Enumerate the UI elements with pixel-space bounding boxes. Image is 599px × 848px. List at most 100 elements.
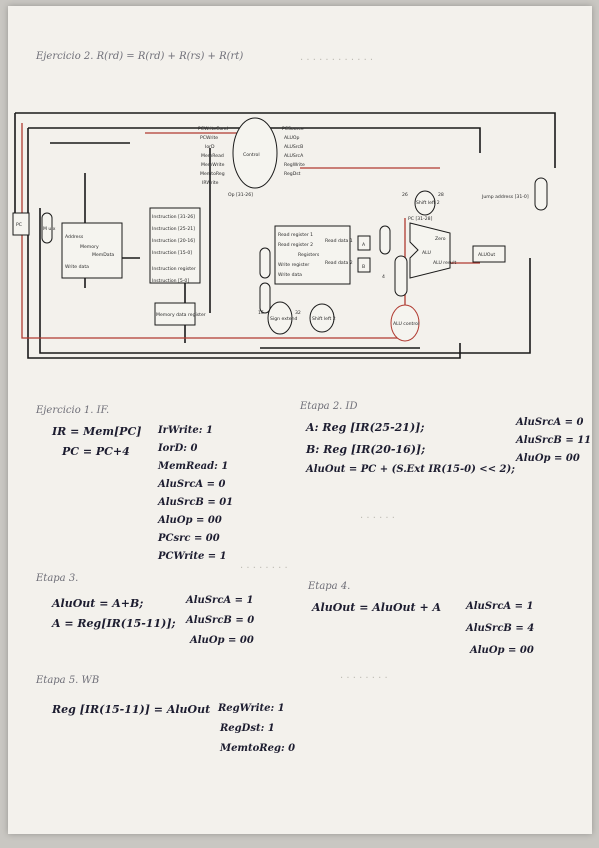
etapa3-signal: AluOp = 00 bbox=[190, 635, 254, 646]
aluout-register bbox=[472, 245, 506, 263]
pc-hi-label: PC [31-28] bbox=[408, 216, 433, 222]
control-signal: ALUOp bbox=[284, 135, 299, 141]
alu-control-label: ALU control bbox=[393, 321, 419, 327]
regs-label: Read register 1 bbox=[278, 232, 313, 238]
a-register bbox=[357, 235, 371, 251]
ej1-line: IR = Mem[PC] bbox=[52, 425, 142, 438]
ir-field-label: Instruction [31-26] bbox=[152, 214, 195, 220]
ir-field-label: Instruction [15-0] bbox=[152, 250, 192, 256]
pc-label: PC bbox=[16, 222, 22, 228]
alu-zero-label: Zero bbox=[435, 236, 446, 242]
control-signal: PCSource bbox=[282, 126, 304, 132]
etapa4-signal: AluOp = 00 bbox=[470, 645, 534, 656]
ir-label: Instruction register bbox=[152, 266, 196, 272]
exercise-2-title: Ejercicio 2. R(rd) = R(rd) + R(rs) + R(r… bbox=[36, 51, 244, 62]
etapa2-title: Etapa 2. ID bbox=[300, 401, 358, 412]
control-signal: PCWriteCond bbox=[198, 126, 228, 132]
etapa2-signal: AluOp = 00 bbox=[516, 453, 580, 464]
control-signal: ALUSrcB bbox=[284, 144, 303, 150]
ej1-signal: IrWrite: 1 bbox=[158, 425, 213, 436]
etapa3-title: Etapa 3. bbox=[36, 573, 79, 584]
multicycle-datapath-diagram: Control PCWriteCond PCWrite IorD MemRead… bbox=[10, 108, 570, 370]
memory-writedata-label: Write data bbox=[65, 264, 89, 270]
jump-label: Jump address [31-0] bbox=[481, 194, 529, 200]
etapa2-line: A: Reg [IR(25-21)]; bbox=[306, 421, 425, 434]
bit-width-label: 4 bbox=[382, 274, 385, 280]
mux bbox=[379, 225, 391, 255]
memory-address-label: Address bbox=[65, 234, 84, 240]
shift-left-2 bbox=[309, 303, 335, 333]
etapa4-title: Etapa 4. bbox=[308, 581, 351, 592]
bleed-through: . . . . . . . . . . . . bbox=[300, 52, 374, 63]
etapa5-signal: RegDst: 1 bbox=[220, 723, 275, 734]
bit-width-label: 32 bbox=[295, 310, 301, 316]
etapa4-line: AluOut = AluOut + A bbox=[312, 601, 442, 614]
alu-control bbox=[390, 304, 420, 342]
sign-extend bbox=[267, 301, 293, 335]
control-signal: PCWrite bbox=[200, 135, 218, 141]
mux bbox=[534, 177, 548, 211]
etapa4-signal: AluSrcB = 4 bbox=[466, 623, 535, 634]
etapa5-line: Reg [IR(15-11)] = AluOut bbox=[52, 703, 211, 716]
alu-result-label: ALU result bbox=[433, 260, 456, 266]
regs-label: Read register 2 bbox=[278, 242, 313, 248]
control-signal: MemtoReg bbox=[200, 171, 225, 177]
control-signal: MemRead bbox=[201, 153, 224, 159]
control-unit-label: Control bbox=[243, 152, 260, 158]
control-signal-labels: PCWriteCond PCWrite IorD MemRead MemWrit… bbox=[198, 126, 305, 186]
control-signal: ALUSrcA bbox=[284, 153, 304, 159]
sign-extend-label: Sign extend bbox=[270, 316, 297, 322]
ej1-signal: AluSrcB = 01 bbox=[158, 497, 234, 508]
bit-width-label: 26 bbox=[402, 192, 408, 198]
ej1-signal: AluOp = 00 bbox=[158, 515, 222, 526]
etapa2-signal: AluSrcA = 0 bbox=[516, 417, 584, 428]
shift1-label: Shift left 2 bbox=[416, 200, 440, 206]
etapa3-line: A = Reg[IR(15-11)]; bbox=[52, 617, 176, 630]
mux bbox=[259, 247, 271, 279]
regs-label: Read data 2 bbox=[325, 260, 353, 266]
mux-label: M u x bbox=[43, 226, 56, 232]
instr-low-label: Instruction [5-0] bbox=[152, 278, 189, 284]
ej1-signal: PCWrite = 1 bbox=[158, 551, 227, 562]
etapa3-signal: AluSrcB = 0 bbox=[186, 615, 255, 626]
ej1-title: Ejercicio 1. IF. bbox=[36, 405, 110, 416]
aluout-label: ALUOut bbox=[478, 252, 495, 258]
control-unit bbox=[232, 117, 278, 189]
pc-register bbox=[12, 212, 30, 236]
mux bbox=[394, 255, 408, 297]
register-file bbox=[274, 225, 351, 285]
ej1-signal: PCsrc = 00 bbox=[158, 533, 220, 544]
ej1-signal: AluSrcA = 0 bbox=[158, 479, 226, 490]
shift-left-2-jump bbox=[414, 190, 436, 216]
mdr-label: Memory data register bbox=[156, 312, 206, 318]
etapa2-line: B: Reg [IR(20-16)]; bbox=[306, 443, 426, 456]
ej1-signal: IorD: 0 bbox=[158, 443, 198, 454]
bleed-through: . . . . . . bbox=[360, 510, 395, 521]
paper-sheet bbox=[8, 6, 592, 834]
bit-width-label: 28 bbox=[438, 192, 444, 198]
memory-memdata-label: MemData bbox=[92, 252, 114, 258]
instruction-register bbox=[149, 207, 201, 284]
etapa5-title: Etapa 5. WB bbox=[36, 675, 100, 686]
mux bbox=[259, 282, 271, 314]
etapa2-signal: AluSrcB = 11 bbox=[516, 435, 592, 446]
memory-label: Memory bbox=[80, 244, 99, 250]
regs-label: Write register bbox=[278, 262, 309, 268]
ej1-signal: MemRead: 1 bbox=[158, 461, 229, 472]
alu bbox=[409, 222, 451, 279]
bleed-through: . . . . . . . . bbox=[240, 560, 288, 571]
shift2-label: Shift left 2 bbox=[312, 316, 336, 322]
etapa3-signal: AluSrcA = 1 bbox=[186, 595, 254, 606]
etapa5-signal: MemtoReg: 0 bbox=[220, 743, 296, 754]
alu-label: ALU bbox=[422, 250, 431, 256]
control-signal: IorD bbox=[205, 144, 215, 150]
ej1-line: PC = PC+4 bbox=[62, 445, 130, 458]
bit-width-label: 16 bbox=[258, 310, 264, 316]
etapa2-line: AluOut = PC + (S.Ext IR(15-0) << 2); bbox=[306, 464, 515, 475]
control-signal: RegDst bbox=[284, 171, 301, 177]
etapa4-signal: AluSrcA = 1 bbox=[466, 601, 534, 612]
regs-label: Registers bbox=[298, 252, 320, 258]
ir-field-label: Instruction [20-16] bbox=[152, 238, 195, 244]
mux bbox=[41, 212, 53, 244]
op-label: Op [31-26] bbox=[228, 192, 253, 198]
